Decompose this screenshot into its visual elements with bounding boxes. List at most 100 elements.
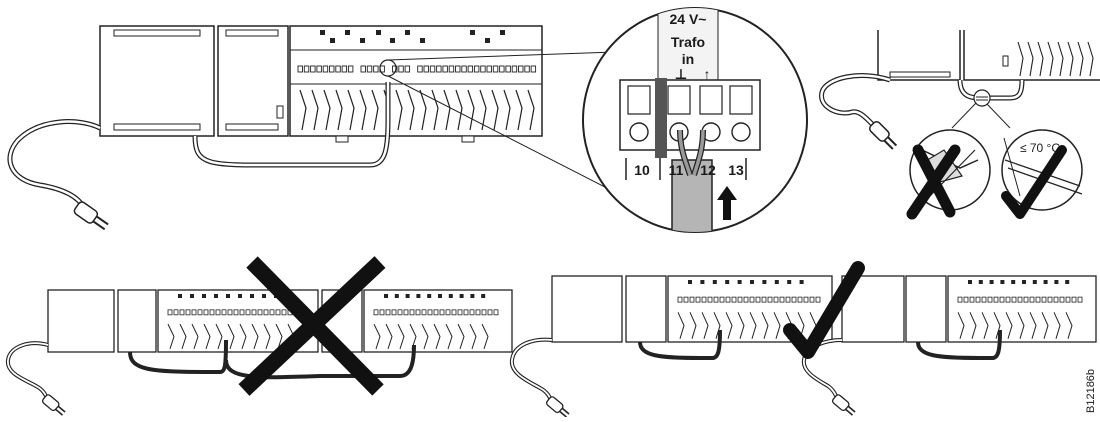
terminal-cell [360, 65, 366, 73]
valve-slot [311, 89, 319, 131]
status-led [394, 294, 399, 298]
wrong-chaining-example [5, 256, 513, 416]
valve-slot [395, 89, 403, 131]
trafo-label: Trafo [671, 34, 705, 50]
valve-slot [993, 312, 1001, 339]
terminal-cell [373, 65, 379, 73]
terminal-cell [737, 296, 743, 303]
temperature-label: ≤ 70 °C [1020, 141, 1060, 155]
terminal-cell [993, 296, 999, 303]
terminal-cell [707, 296, 713, 303]
terminal-cell [1053, 296, 1059, 303]
terminal-cell [815, 296, 821, 303]
valve-slot [479, 89, 487, 131]
valve-slot [725, 312, 733, 339]
status-led [405, 294, 410, 298]
terminal-cell [239, 309, 245, 316]
status-led [190, 294, 194, 298]
terminal-cell [803, 296, 809, 303]
status-led [384, 294, 388, 298]
terminal-cell [427, 309, 433, 316]
valve-slot [1057, 41, 1064, 77]
valve-slot [773, 312, 781, 339]
status-led [262, 294, 266, 298]
terminal-blocks [297, 65, 537, 73]
terminal-cell [263, 309, 269, 316]
power-plug-icon [546, 396, 570, 418]
terminal-cell [492, 65, 499, 73]
voltage-label: 24 V~ [670, 11, 707, 27]
controller-module [289, 25, 543, 137]
terminal-cell [191, 309, 197, 316]
terminal-cell [731, 296, 737, 303]
terminal-cell [963, 296, 969, 303]
terminal-cell [957, 296, 963, 303]
terminal-cell [467, 65, 474, 73]
status-led [438, 294, 442, 298]
terminal-cell [233, 309, 239, 316]
valve-slot [1077, 41, 1084, 77]
terminal-cell [530, 65, 537, 73]
status-led [774, 280, 779, 284]
terminal-cell [743, 296, 749, 303]
status-led [762, 280, 767, 284]
terminal-cell [421, 309, 427, 316]
terminal-cell [167, 309, 173, 316]
valve-slot [215, 323, 223, 350]
terminal-cell [469, 309, 475, 316]
terminal-cell [481, 309, 487, 316]
valve-slot [421, 323, 429, 350]
terminal-cell [391, 309, 397, 316]
terminal-cell [455, 65, 461, 73]
terminal-label-10: 10 [634, 162, 650, 178]
valve-slot [397, 323, 405, 350]
main-assembly [7, 25, 543, 231]
terminal-cell [797, 296, 803, 303]
terminal-clamp [699, 85, 723, 115]
valve-slot [457, 323, 465, 350]
valve-slot [407, 89, 415, 131]
terminal-cell [719, 296, 725, 303]
terminal-cell [1023, 296, 1029, 303]
valve-slot [203, 323, 211, 350]
valve-slot [431, 89, 439, 131]
terminal-cell [689, 296, 695, 303]
status-led [214, 294, 218, 298]
terminal-cell [473, 65, 480, 73]
status-led [416, 294, 421, 298]
terminal-cell [439, 309, 445, 316]
terminal-cell [227, 309, 233, 316]
terminal-clamp [729, 85, 753, 115]
terminal-cell [429, 65, 436, 73]
status-led [485, 38, 490, 43]
terminal-cell [385, 309, 391, 316]
figure-code: B12186b [1085, 369, 1097, 413]
wrong-cross-icon [238, 256, 386, 396]
status-led [1043, 280, 1048, 284]
terminal-cell [436, 65, 442, 73]
valve-slot [737, 312, 745, 339]
status-led [376, 30, 381, 35]
valve-slot [179, 323, 187, 350]
terminal-cell [524, 65, 530, 73]
valve-slot [469, 323, 477, 350]
valve-slot [689, 312, 697, 339]
terminal-zoom-detail: 24 V~ Trafo in ⊥ ↑ 10 11 12 13 [582, 7, 808, 233]
terminal-cell [366, 65, 373, 73]
valve-slot [1087, 41, 1094, 77]
zoom-pointer-line [387, 75, 641, 206]
status-led [427, 294, 432, 298]
valve-slot [1037, 41, 1044, 77]
valve-slot [1067, 41, 1074, 77]
status-led [238, 294, 242, 298]
terminal-cell [341, 65, 348, 73]
status-led [1022, 280, 1026, 284]
terminal-cell [179, 309, 185, 316]
terminal-label-12: 12 [700, 162, 716, 178]
terminal-cell [442, 65, 448, 73]
terminal-cell [173, 309, 179, 316]
valve-slot [957, 312, 965, 339]
terminal-cell [316, 65, 322, 73]
